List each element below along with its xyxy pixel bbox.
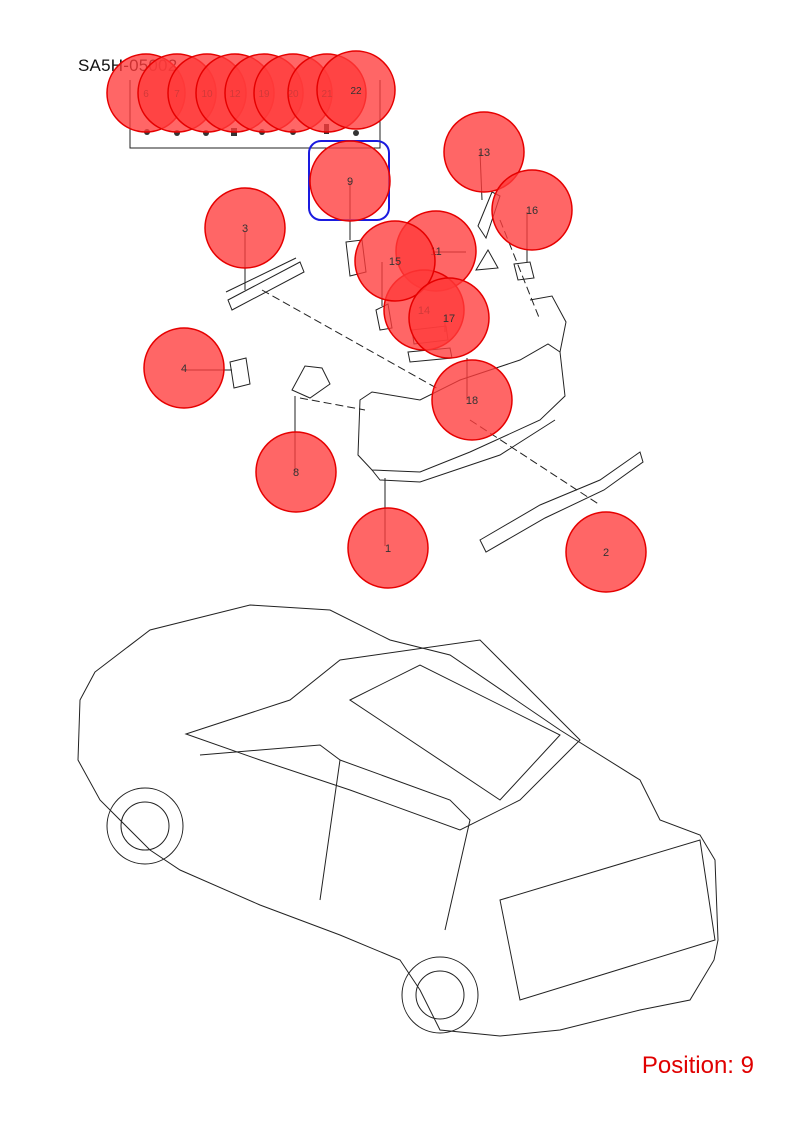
- callout-marker[interactable]: [316, 50, 396, 130]
- callout-15[interactable]: 15: [354, 220, 436, 302]
- callout-marker[interactable]: [309, 140, 391, 222]
- callout-22[interactable]: 22: [316, 50, 396, 130]
- position-label: Position: 9: [641, 1052, 754, 1079]
- callout-16[interactable]: 16: [491, 169, 573, 251]
- callout-marker[interactable]: [255, 431, 337, 513]
- callout-number: 11: [430, 246, 441, 258]
- callout-number: 22: [350, 86, 362, 97]
- callout-number: 16: [526, 205, 538, 217]
- callout-9[interactable]: 9: [309, 140, 391, 222]
- callout-marker[interactable]: [143, 327, 225, 409]
- callout-number: 18: [466, 395, 478, 407]
- callout-2[interactable]: 2: [565, 511, 647, 593]
- callout-number: 13: [478, 147, 490, 159]
- callout-3[interactable]: 3: [204, 187, 286, 269]
- callout-number: 9: [347, 176, 353, 188]
- callout-marker[interactable]: [491, 169, 573, 251]
- callout-marker[interactable]: [347, 507, 429, 589]
- callout-number: 1: [385, 543, 391, 555]
- callout-marker[interactable]: [431, 359, 513, 441]
- callout-17[interactable]: 17: [408, 277, 490, 359]
- callout-layer: 6710121920212212348911131415161718: [106, 50, 647, 593]
- callout-marker[interactable]: [408, 277, 490, 359]
- callout-1[interactable]: 1: [347, 507, 429, 589]
- callout-number: 15: [389, 256, 401, 268]
- callout-number: 4: [181, 363, 187, 375]
- callout-8[interactable]: 8: [255, 431, 337, 513]
- callout-13[interactable]: 13: [443, 111, 525, 193]
- callout-number: 17: [443, 313, 455, 325]
- callout-marker[interactable]: [354, 220, 436, 302]
- callout-number: 8: [293, 467, 299, 479]
- callout-4[interactable]: 4: [143, 327, 225, 409]
- callout-number: 2: [603, 547, 609, 559]
- callout-18[interactable]: 18: [431, 359, 513, 441]
- callout-marker[interactable]: [443, 111, 525, 193]
- callout-number: 3: [242, 223, 248, 235]
- callout-marker[interactable]: [565, 511, 647, 593]
- callout-marker[interactable]: [204, 187, 286, 269]
